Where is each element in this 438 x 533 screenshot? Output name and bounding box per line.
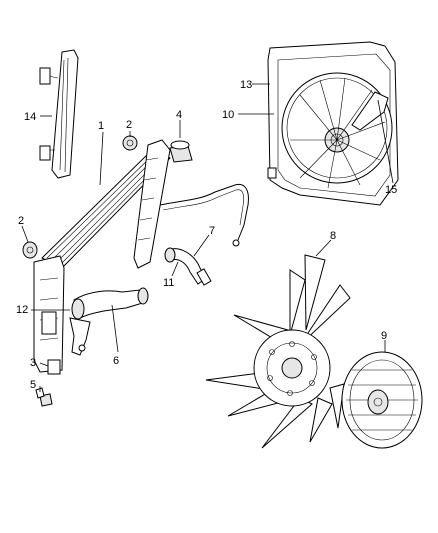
part-3-drain <box>47 359 61 375</box>
leader-lines <box>21 83 394 392</box>
callout-8: 8 <box>330 230 336 242</box>
callout-2-upper: 2 <box>126 119 132 131</box>
part-14-side-bracket <box>39 49 79 179</box>
callout-14: 14 <box>24 111 36 123</box>
part-12-outlet-bracket <box>69 317 91 356</box>
transmission-cooler-lines <box>159 183 249 247</box>
callout-5: 5 <box>30 379 36 391</box>
callout-4: 4 <box>176 109 182 121</box>
part-4-reservoir-cap <box>169 140 193 163</box>
callout-labels: 1 2 2 3 4 5 6 7 8 9 10 11 12 13 14 15 <box>16 79 397 391</box>
callout-1: 1 <box>98 120 104 132</box>
callout-7: 7 <box>209 225 215 237</box>
part-2-upper-isolator <box>122 135 138 151</box>
callout-12: 12 <box>16 304 28 316</box>
part-1-radiator <box>33 139 171 373</box>
callout-10: 10 <box>222 109 234 121</box>
part-8-fan-blade <box>205 254 351 449</box>
callout-11: 11 <box>163 277 174 289</box>
part-10-fan-shroud <box>267 41 399 206</box>
callout-9: 9 <box>381 330 387 342</box>
callout-2-lower: 2 <box>18 215 24 227</box>
part-5-sensor <box>35 387 53 407</box>
callout-13: 13 <box>240 79 252 91</box>
callout-15: 15 <box>385 184 397 196</box>
part-9-fan-clutch <box>341 351 423 449</box>
part-7-upper-hose <box>164 247 212 286</box>
callout-6: 6 <box>113 355 119 367</box>
part-6-lower-hose <box>71 287 149 320</box>
part-2-lower-isolator <box>22 241 38 259</box>
callout-3: 3 <box>30 357 36 369</box>
